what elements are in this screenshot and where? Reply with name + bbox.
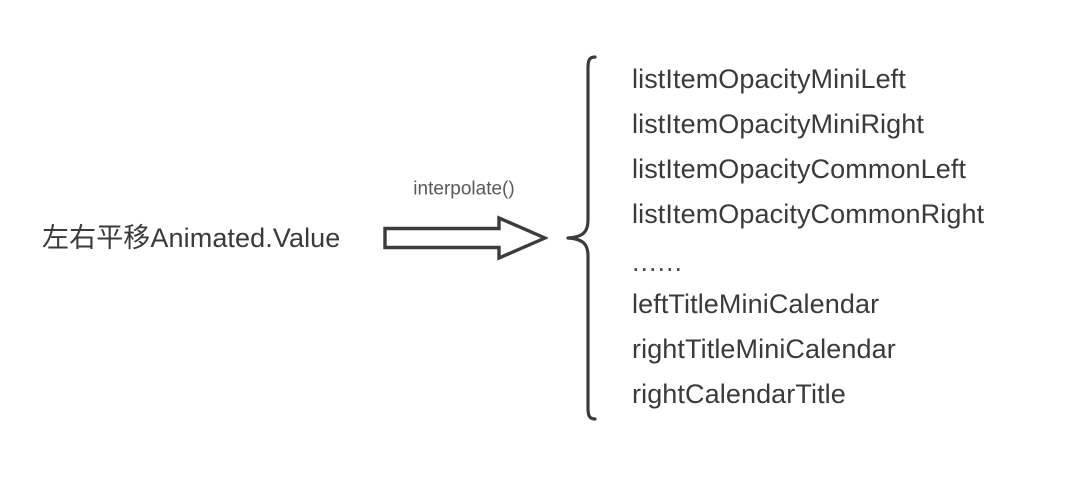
list-item: leftTitleMiniCalendar xyxy=(632,289,880,319)
list-item: listItemOpacityCommonLeft xyxy=(632,154,967,184)
left-curly-brace-icon xyxy=(566,55,597,421)
right-block-arrow-icon xyxy=(383,215,548,261)
list-item: listItemOpacityCommonRight xyxy=(632,199,985,229)
list-item: listItemOpacityMiniLeft xyxy=(632,64,906,94)
list-item: rightTitleMiniCalendar xyxy=(632,334,896,364)
list-item-ellipsis: ...... xyxy=(632,247,684,277)
list-item: rightCalendarTitle xyxy=(632,379,846,409)
source-node-label: 左右平移Animated.Value xyxy=(42,222,341,253)
edge-label-interpolate: interpolate() xyxy=(413,178,515,200)
target-value-list: listItemOpacityMiniLeft listItemOpacityM… xyxy=(632,57,1032,417)
list-item: listItemOpacityMiniRight xyxy=(632,109,924,139)
